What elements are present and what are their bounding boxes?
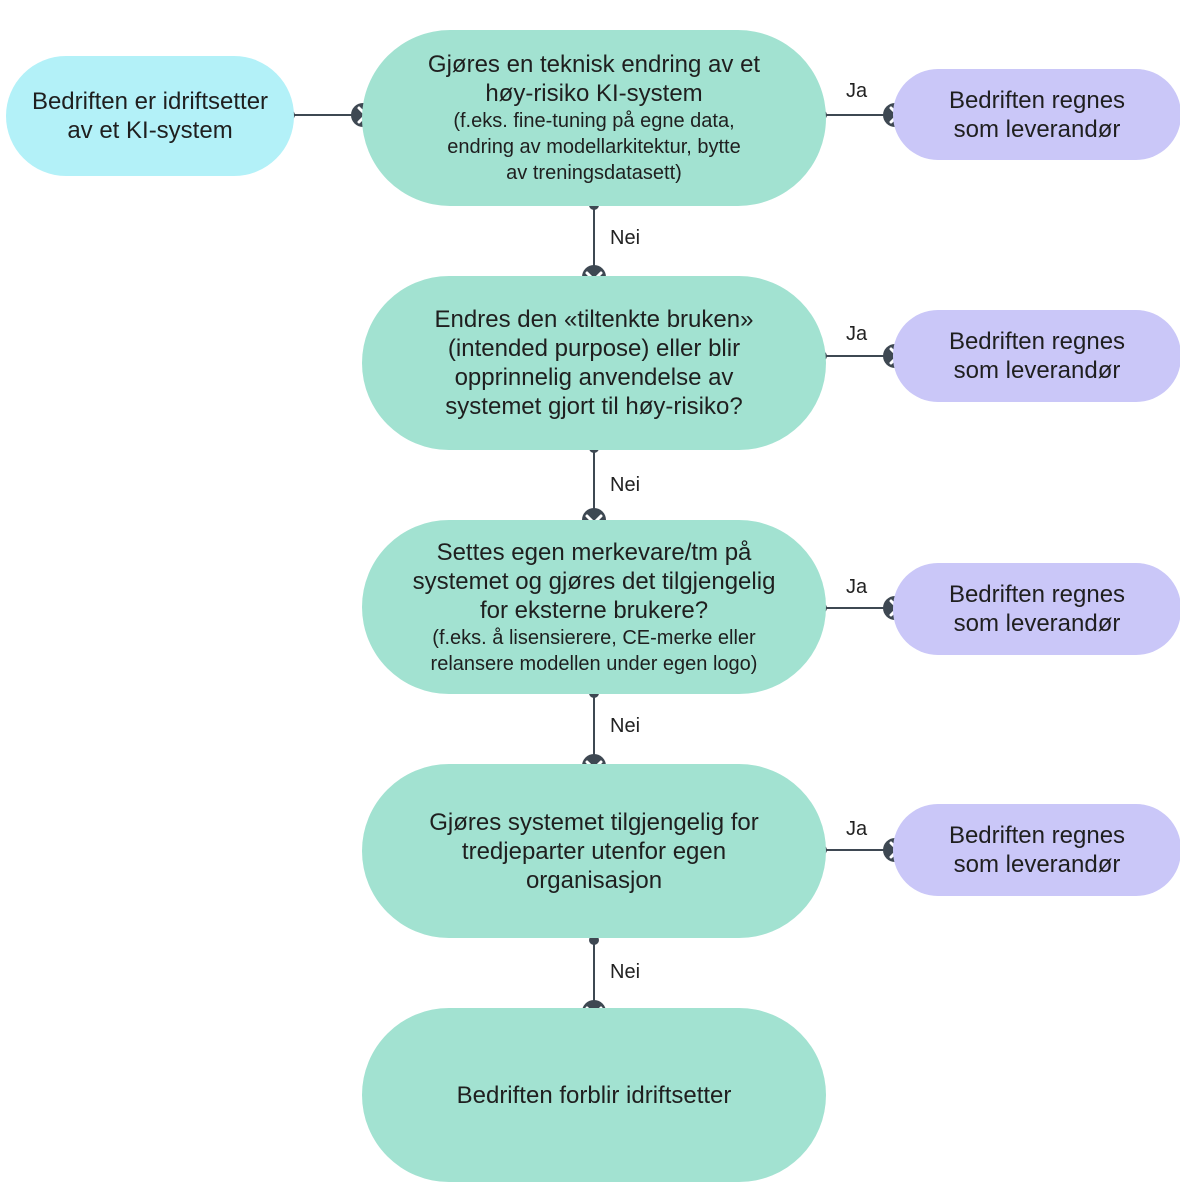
- start-node-line: av et KI-system: [67, 117, 233, 144]
- start-node: Bedriften er idriftsetter av et KI-syste…: [6, 56, 294, 176]
- edge-label-no: Nei: [610, 227, 641, 249]
- start-node-line: Bedriften er idriftsetter: [31, 88, 269, 115]
- question-text: (intended purpose) eller blir: [447, 335, 741, 362]
- question-text: opprinnelig anvendelse av: [454, 364, 734, 391]
- outcome-text: Bedriften regnes: [948, 822, 1126, 849]
- question-example: av treningsdatasett): [506, 162, 682, 184]
- question-text: Gjøres systemet tilgjengelig for: [429, 808, 759, 836]
- outcome-node-3: Bedriften regnes som leverandør: [893, 563, 1180, 655]
- end-node: Bedriften forblir idriftsetter: [362, 1008, 826, 1182]
- question-example: relansere modellen under egen logo): [430, 652, 758, 675]
- outcome-text: Bedriften regnes: [948, 581, 1126, 608]
- question-text: tredjeparter utenfor egen: [461, 837, 727, 865]
- outcome-text: Bedriften regnes: [948, 328, 1126, 355]
- question-example: (f.eks. fine-tuning på egne data,: [453, 110, 735, 132]
- edge-label-no: Nei: [610, 474, 641, 496]
- outcome-text: som leverandør: [953, 610, 1121, 637]
- question-text: systemet og gjøres det tilgjengelig: [412, 567, 776, 595]
- question-text: Endres den «tiltenkte bruken»: [434, 306, 754, 333]
- edge-label-yes: Ja: [846, 818, 868, 840]
- question-text: høy-risiko KI-system: [485, 80, 703, 107]
- edge-label-yes: Ja: [846, 323, 868, 345]
- question-example: (f.eks. å lisensierere, CE-merke eller: [432, 626, 756, 649]
- question-text: organisasjon: [525, 866, 663, 894]
- question-node-2: Endres den «tiltenkte bruken» (intended …: [362, 276, 826, 450]
- outcome-node-4: Bedriften regnes som leverandør: [893, 804, 1180, 896]
- outcome-node-1: Bedriften regnes som leverandør: [893, 69, 1180, 160]
- outcome-text: som leverandør: [953, 115, 1121, 143]
- outcome-node-2: Bedriften regnes som leverandør: [893, 310, 1180, 402]
- question-text: Settes egen merkevare/tm på: [436, 538, 752, 566]
- edge-label-yes: Ja: [846, 576, 868, 598]
- question-node-1: Gjøres en teknisk endring av et høy-risi…: [362, 30, 826, 206]
- edge-label-no: Nei: [610, 715, 641, 737]
- end-node-text: Bedriften forblir idriftsetter: [456, 1081, 732, 1109]
- outcome-text: som leverandør: [953, 357, 1121, 384]
- question-text: for eksterne brukere?: [479, 596, 709, 624]
- outcome-text: som leverandør: [953, 851, 1121, 878]
- question-node-4: Gjøres systemet tilgjengelig for tredjep…: [362, 764, 826, 938]
- edge-label-no: Nei: [610, 961, 641, 983]
- question-text: systemet gjort til høy-risiko?: [445, 393, 743, 420]
- question-example: endring av modellarkitektur, bytte: [447, 136, 741, 158]
- outcome-text: Bedriften regnes: [948, 86, 1126, 114]
- question-text: Gjøres en teknisk endring av et: [427, 51, 761, 78]
- edge-label-yes: Ja: [846, 80, 868, 102]
- question-node-3: Settes egen merkevare/tm på systemet og …: [362, 520, 826, 694]
